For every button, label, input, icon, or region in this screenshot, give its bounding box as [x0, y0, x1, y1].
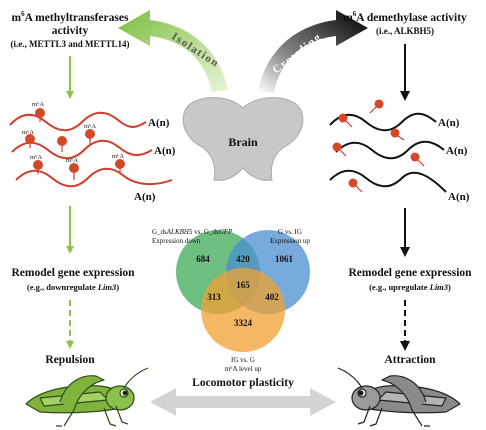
left-remodel-sub: (e.g., downregulate Lim3)	[27, 282, 119, 292]
right-remodel-sub-post: )	[448, 282, 451, 292]
m6a-label: m⁶A	[112, 153, 124, 160]
locomotor-plasticity-arrow: Locomotor plasticity	[150, 377, 336, 416]
m6a-label: m⁶A	[84, 123, 96, 130]
left-m6a-labels: m⁶A m⁶A m⁶A m⁶A m⁶A m⁶A	[22, 101, 124, 164]
left-title-enzymes: (i.e., METTL3 and METTL14)	[10, 39, 129, 49]
polya-tail: A(n)	[448, 191, 470, 203]
m6a-label: m⁶A	[32, 101, 44, 108]
m6a-label: m⁶A	[22, 129, 34, 136]
venn-count-bc: 402	[265, 292, 279, 302]
m6a-dot	[69, 163, 79, 173]
outcome-repulsion: Repulsion	[45, 354, 95, 366]
left-rna-strand-1	[9, 111, 147, 132]
right-rna-group	[329, 112, 447, 193]
brain-shape	[182, 97, 304, 181]
polya-tail: A(n)	[154, 145, 176, 157]
left-polya-tails: A(n) A(n) A(n)	[134, 117, 176, 203]
venn-set-a-label: G_dsALKBH5 vs. G_dsGFP	[152, 228, 233, 236]
venn-set-a-pre: G_ds	[152, 228, 167, 236]
isolation-arrow: Isolation	[118, 10, 228, 92]
venn-set-a-line2: Expression down	[152, 237, 201, 245]
right-title-enzyme: (i.e., ALKBH5)	[376, 26, 434, 36]
venn-set-a-mid: vs. G_ds	[192, 228, 219, 236]
venn-count-ac: 313	[207, 292, 221, 302]
m6a-dot	[115, 159, 125, 169]
green-locust-icon	[25, 367, 149, 427]
left-remodel-sub-post: )	[116, 282, 119, 292]
m6a-label: m⁶A	[30, 154, 42, 161]
left-remodel-gene: Lim3	[97, 282, 117, 292]
right-title-sup: 6	[353, 10, 357, 18]
right-title-m: m	[343, 12, 353, 24]
right-rna-strand-3	[329, 169, 447, 193]
left-title-m: m	[12, 12, 22, 24]
venn-set-a-gene2: GFP	[219, 228, 233, 236]
right-polya-tails: A(n) A(n) A(n)	[438, 117, 470, 203]
m6a-dot	[25, 134, 35, 144]
right-remodel-sub: (e.g., upregulate Lim3)	[369, 282, 451, 292]
m6a-dot	[33, 160, 43, 170]
polya-tail: A(n)	[148, 117, 170, 129]
polya-tail: A(n)	[438, 117, 460, 129]
left-remodel: Remodel gene expression (e.g., downregul…	[11, 267, 135, 292]
venn-count-only-b: 1061	[275, 254, 294, 264]
right-remodel-sub-pre: (e.g., upregulate	[369, 282, 430, 292]
left-title-rest: A methyltransferases	[25, 12, 129, 24]
locomotor-plasticity-label: Locomotor plasticity	[192, 377, 294, 389]
venn-count-only-c: 3324	[234, 318, 253, 328]
venn-set-b-line1: G vs. IG	[278, 228, 302, 236]
left-title-line2: activity	[52, 25, 89, 37]
brain-illustration: Brain	[182, 97, 304, 181]
m6a-dot	[338, 113, 348, 123]
right-remodel-title: Remodel gene expression	[348, 267, 472, 279]
polya-tail: A(n)	[134, 191, 156, 203]
right-remodel: Remodel gene expression (e.g., upregulat…	[348, 267, 472, 292]
right-rna-strand-1	[329, 112, 437, 132]
m6a-dot	[374, 99, 384, 109]
venn-set-c-line1: IG vs. G	[231, 356, 255, 364]
venn-count-only-a: 684	[196, 254, 210, 264]
venn-set-b-line2: Expression up	[270, 237, 310, 245]
m6a-dot	[332, 142, 342, 152]
venn-set-a-gene1: ALKBH5	[166, 228, 193, 236]
isolation-label: Isolation	[169, 30, 221, 70]
m6a-dot	[390, 128, 400, 138]
left-remodel-sub-pre: (e.g., downregulate	[27, 282, 98, 292]
m6a-dot	[410, 152, 420, 162]
left-m6a-marks	[25, 108, 125, 180]
left-rna-group	[9, 111, 173, 188]
venn-set-c-line2: m⁶A level up	[225, 365, 262, 373]
m6a-dot	[35, 108, 45, 118]
venn-set-c	[201, 268, 285, 352]
m6a-dot	[348, 178, 358, 188]
right-remodel-gene: Lim3	[429, 282, 449, 292]
polya-tail: A(n)	[446, 145, 468, 157]
right-rna-strand-2	[335, 140, 445, 160]
venn-count-ab: 420	[236, 254, 250, 264]
black-locust-icon	[337, 367, 461, 427]
left-title-sup: 6	[21, 10, 25, 18]
svg-text:m6A demethylase activity: m6A demethylase activity	[343, 10, 467, 24]
m6a-dot	[57, 136, 67, 146]
venn-diagram: 684 420 1061 313 165 402 3324 G_dsALKBH5…	[152, 228, 310, 373]
right-free-m6a	[332, 99, 425, 193]
brain-label: Brain	[228, 135, 258, 149]
m6a-label: m⁶A	[66, 157, 78, 164]
left-remodel-title: Remodel gene expression	[11, 267, 135, 279]
m6a-dot	[85, 129, 95, 139]
left-title: m6A methyltransferases activity (i.e., M…	[10, 10, 129, 49]
left-rna-strand-2	[11, 139, 153, 160]
right-title: m6A demethylase activity (i.e., ALKBH5)	[343, 10, 467, 36]
svg-text:m6A methyltransferases: m6A methyltransferases	[12, 10, 129, 24]
left-rna-strand-3	[15, 167, 173, 188]
venn-count-abc: 165	[236, 280, 250, 290]
right-title-rest: A demethylase activity	[356, 12, 467, 24]
outcome-attraction: Attraction	[384, 354, 436, 366]
